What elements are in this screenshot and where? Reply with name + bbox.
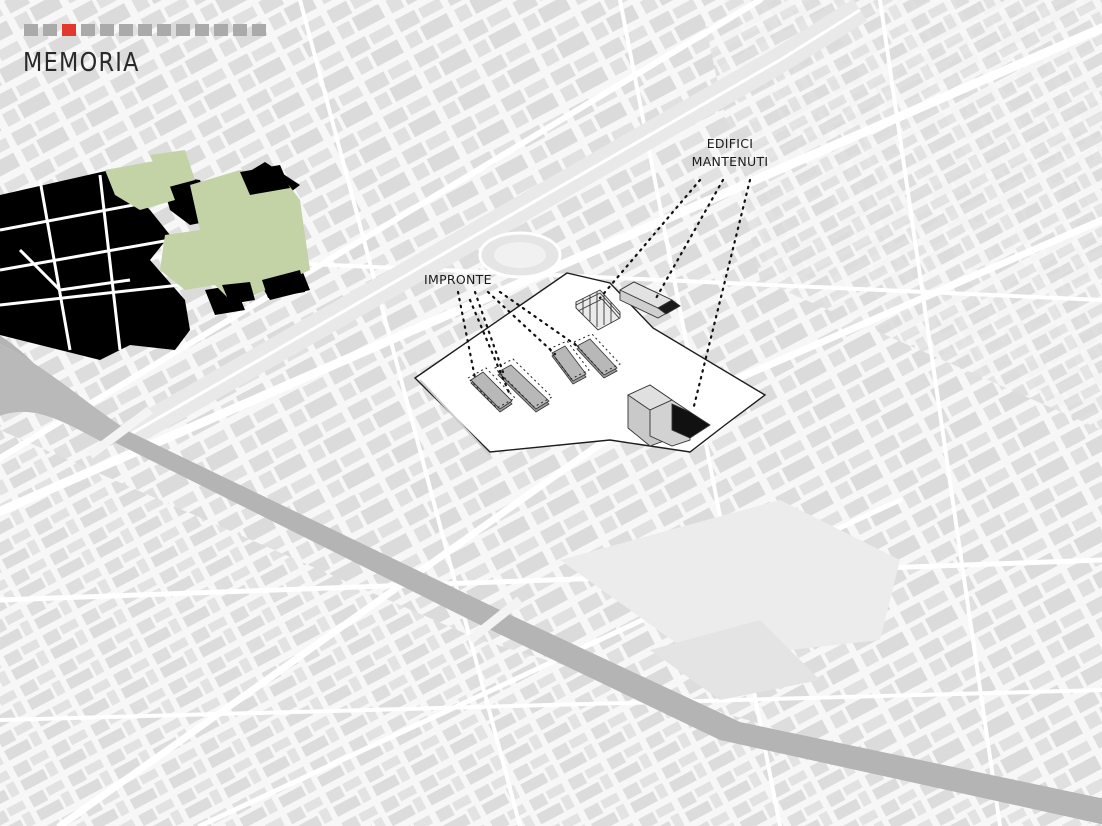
footprint-2 (497, 364, 550, 413)
edifici-label-line1: EDIFICI (706, 136, 754, 151)
progress-step (195, 24, 209, 36)
section-progress-indicator (24, 24, 266, 36)
impronte-label: IMPRONTE (424, 272, 492, 287)
progress-step (24, 24, 38, 36)
footprint-3 (551, 345, 587, 385)
progress-step (100, 24, 114, 36)
progress-step (81, 24, 95, 36)
footprint-4 (576, 338, 618, 379)
kept-building-tower (627, 384, 711, 447)
footprint-1 (470, 371, 513, 413)
progress-step (214, 24, 228, 36)
progress-step (252, 24, 266, 36)
progress-step (119, 24, 133, 36)
urban-fabric-south (0, 430, 1102, 826)
progress-step (157, 24, 171, 36)
urban-fabric-east (700, 0, 1102, 430)
progress-step (138, 24, 152, 36)
progress-step (176, 24, 190, 36)
southern-lot-2 (650, 620, 820, 700)
historic-black-blocks-over-green (222, 165, 305, 304)
footprint-outlines (467, 333, 621, 409)
kept-building-lattice (575, 289, 621, 331)
bridge (467, 596, 523, 644)
progress-step (43, 24, 57, 36)
river (0, 335, 1102, 825)
edifici-label-line2: MANTENUTI (691, 154, 769, 169)
southern-lot (560, 500, 900, 660)
page-title: MEMORIA (23, 48, 140, 78)
bridge (87, 406, 153, 459)
edifici-mantenuti-label: EDIFICI MANTENUTI (680, 135, 780, 171)
progress-step (233, 24, 247, 36)
green-area (105, 150, 310, 300)
progress-step-active (62, 24, 76, 36)
leader-lines (456, 178, 752, 412)
kept-building-block (619, 281, 681, 319)
